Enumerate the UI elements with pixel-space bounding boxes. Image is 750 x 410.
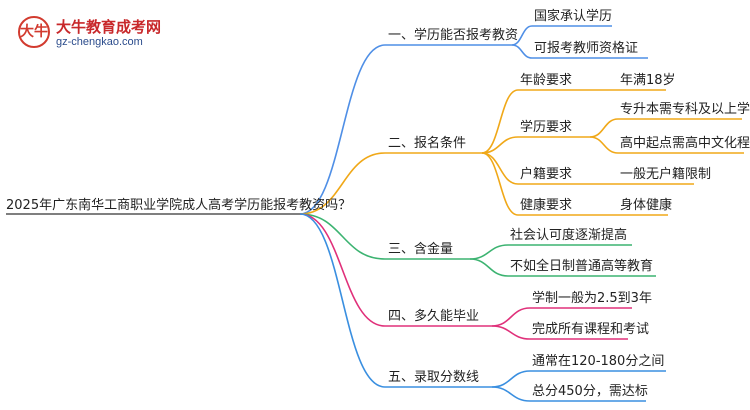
connector-branch-2 bbox=[299, 152, 482, 215]
connector-b2-hukou bbox=[481, 152, 590, 185]
branch-5-label: 五、录取分数线 bbox=[388, 370, 480, 385]
connector-b1-c1 bbox=[511, 25, 612, 46]
branch-2-item-hukou-detail: 一般无户籍限制 bbox=[620, 167, 712, 182]
branch-5-item-2: 总分450分，需达标 bbox=[532, 384, 648, 399]
branch-2-item-health: 健康要求 bbox=[520, 198, 573, 213]
branch-1-label: 一、学历能否报考教资 bbox=[388, 28, 519, 43]
connector-b3-c1 bbox=[469, 244, 632, 260]
site-logo: 大牛 大牛教育成考网 gz-chengkao.com bbox=[18, 14, 168, 54]
branch-3-item-2: 不如全日制普通高等教育 bbox=[510, 259, 654, 274]
connector-b2-age bbox=[481, 89, 590, 154]
logo-mark-icon: 大牛 bbox=[18, 16, 50, 48]
connector-b2-edu-d1 bbox=[589, 118, 742, 138]
branch-2-item-age: 年龄要求 bbox=[520, 73, 573, 88]
connector-b4-c2 bbox=[491, 325, 628, 340]
branch-2-label: 二、报名条件 bbox=[388, 136, 467, 151]
connector-b2-health bbox=[481, 152, 590, 216]
connector-b2-edu-d2 bbox=[589, 136, 744, 154]
branch-2-item-edu-detail-1: 专升本需专科及以上学历 bbox=[620, 102, 750, 117]
connector-b1-c2 bbox=[511, 44, 648, 59]
branch-4-item-1: 学制一般为2.5到3年 bbox=[532, 291, 652, 306]
connector-branch-1 bbox=[299, 44, 512, 215]
branch-4-item-2: 完成所有课程和考试 bbox=[532, 322, 650, 337]
branch-3-label: 三、含金量 bbox=[388, 242, 454, 257]
branch-2-item-age-detail: 年满18岁 bbox=[620, 73, 676, 88]
root-topic: 2025年广东南华工商职业学院成人高考学历能报考教资吗？ bbox=[6, 198, 352, 213]
connector-branch-4 bbox=[299, 213, 492, 327]
branch-1-item-1: 国家承认学历 bbox=[534, 9, 613, 24]
branch-4-label: 四、多久能毕业 bbox=[388, 309, 480, 324]
connector-branch-3 bbox=[299, 213, 470, 260]
connector-b2-edu bbox=[481, 136, 590, 154]
branch-2-item-hukou: 户籍要求 bbox=[520, 167, 573, 182]
branch-2-item-edu: 学历要求 bbox=[520, 120, 573, 135]
branch-3-item-1: 社会认可度逐渐提高 bbox=[510, 228, 628, 243]
branch-2-item-health-detail: 身体健康 bbox=[620, 198, 673, 213]
connector-b5-c1 bbox=[491, 370, 666, 388]
branch-1-item-2: 可报考教师资格证 bbox=[534, 41, 639, 56]
logo-url: gz-chengkao.com bbox=[56, 36, 143, 48]
connector-b4-c1 bbox=[491, 307, 632, 327]
connector-branch-5 bbox=[299, 213, 492, 388]
branch-5-item-1: 通常在120-180分之间 bbox=[532, 354, 665, 369]
branch-2-item-edu-detail-2: 高中起点需高中文化程度 bbox=[620, 136, 750, 151]
logo-name: 大牛教育成考网 bbox=[56, 18, 162, 36]
connector-b5-c2 bbox=[491, 386, 646, 402]
connector-b3-c2 bbox=[469, 258, 656, 277]
